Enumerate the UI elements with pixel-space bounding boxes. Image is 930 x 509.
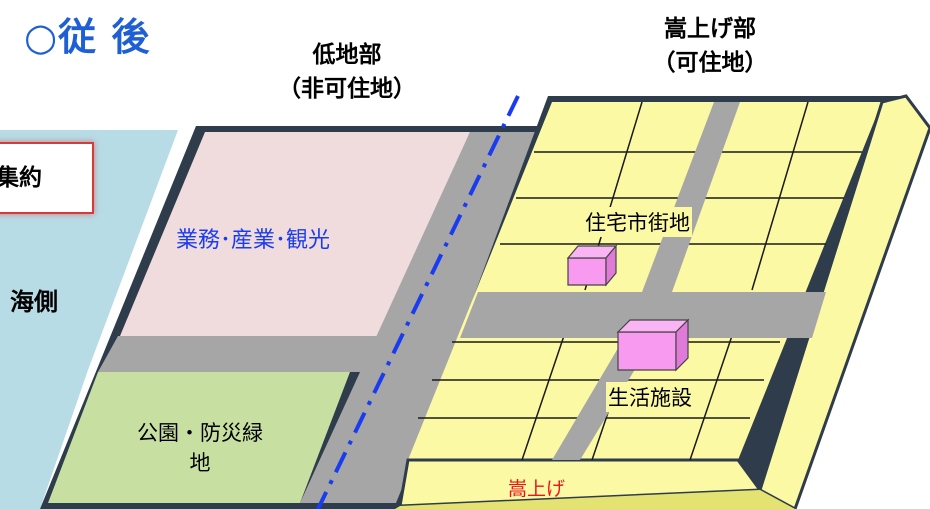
boundary-line [316,95,520,509]
park-zone [48,372,350,503]
building-large [616,318,690,372]
title: ○従 後 [24,15,151,59]
business-zone [120,132,470,336]
business-zone-label: 業務･産業･観光 [176,228,331,253]
living-facilities-label: 生活施設 [606,382,694,412]
sea-area-lower [0,370,88,509]
raised-road-horizontal [460,292,826,338]
raised-header: 嵩上げ部 （可住地） [600,12,820,80]
raised-right-face [758,94,930,509]
lowland-road-horizontal [98,336,390,372]
raised-road-vertical-upper [642,102,740,292]
lowland-header-line1: 低地部 [312,42,382,68]
raised-top [408,102,882,460]
lowland-header-line2: （非可住地） [278,76,416,102]
park-zone-label: 公園・防災緑地 [137,421,263,475]
building-small [566,244,618,287]
lowland-road-vertical [300,132,546,503]
lowland-header: 低地部 （非可住地） [232,38,462,106]
residential-label: 住宅市街地 [583,207,692,237]
raised-header-line2: （可住地） [652,50,768,76]
sea-side-label: 海側 [10,288,58,316]
concentration-box: 集約 [0,142,94,214]
raised-header-line1: 嵩上げ部 [664,16,756,42]
raised-front-face-bottom [395,490,795,509]
raising-label: 嵩上げ [508,478,566,500]
